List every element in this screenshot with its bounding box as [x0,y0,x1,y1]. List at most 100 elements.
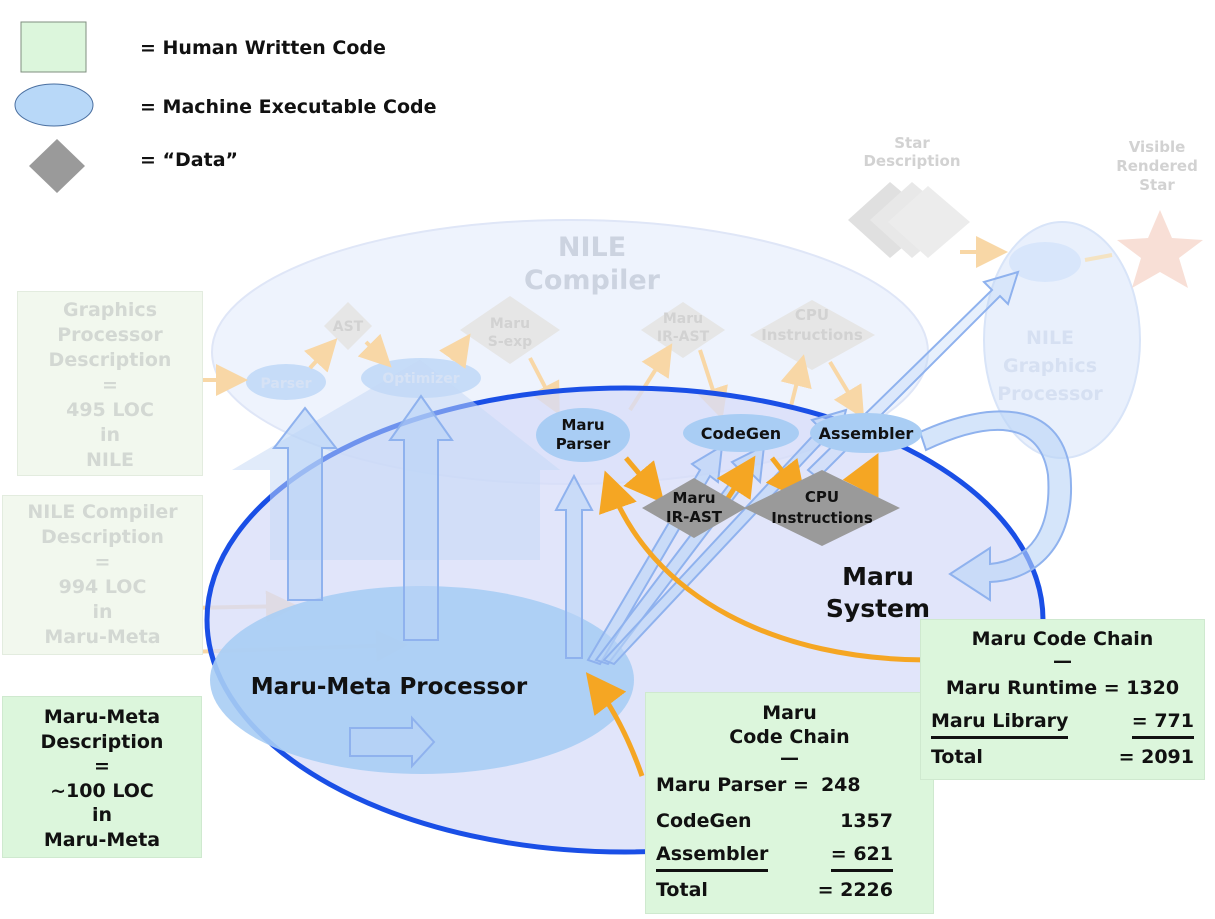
code-chain-row-value: 248 [820,774,861,796]
maru-ir-ast-diamond [642,478,746,538]
runtime-chain-row-label: Maru Runtime = 1320 [945,677,1180,699]
cpu-instructions-label-2: Instructions [771,509,873,527]
graphics-desc-line-7: NILE [85,449,135,471]
legend-data-swatch [29,139,85,193]
code-chain-row-parser: Maru Parser = 248 [646,767,933,803]
star-desc-diamond-3 [888,186,970,258]
nile-compiler-label-1: NILE [558,232,626,263]
ast-label: AST [333,319,364,335]
graphics-desc-line-3: Description [48,349,172,371]
maru-meta-processor-ellipse [210,586,634,774]
nile-compiler-description: NILE Compiler Description = 994 LOC in M… [2,495,203,655]
codegen-label: CodeGen [701,424,781,443]
maru-system-label-1: Maru [842,562,914,591]
nile-compiler-desc-line-2: Description [41,526,164,548]
visible-star-icon [1117,210,1203,288]
maru-meta-description: Maru-Meta Description = ~100 LOC in Maru… [2,696,202,858]
graphics-desc-line-4: = [102,374,118,396]
code-chain-title-1: Maru [762,702,817,724]
code-chain-row-value: 1357 [840,810,893,832]
maru-meta-desc-line-3: = [94,755,110,777]
nile-compiler-label-2: Compiler [524,265,661,296]
maru-meta-desc-line-1: Maru-Meta [43,706,161,728]
nile-cpu-label-1: CPU [795,306,829,324]
nile-compiler-desc-line-6: Maru-Meta [44,626,161,648]
parser-label: Parser [261,376,312,392]
assembler-label: Assembler [819,424,914,443]
runtime-chain-row-value: = 2091 [1118,746,1194,768]
maru-ir-ast-label-2: IR-AST [666,508,723,526]
maru-meta-desc-line-5: in [91,804,113,826]
code-chain-row-value: = 2226 [817,879,893,901]
maru-meta-desc-line-6: Maru-Meta [43,828,161,851]
runtime-chain-row-runtime: Maru Runtime = 1320 [921,670,1204,706]
code-chain-row-label: CodeGen [656,810,752,832]
cpu-instructions-diamond [744,470,900,546]
runtime-chain-title-1: Maru Code Chain [971,628,1154,650]
visible-star-label-2: Rendered [1116,157,1198,175]
runtime-chain-row-label: Total [931,746,983,768]
nile-ir-ast-label-1: Maru [663,311,703,327]
visible-star-label-3: Star [1139,176,1175,194]
code-chain-row-label: Maru Parser = [656,774,809,796]
nile-ir-ast-label-2: IR-AST [657,329,710,345]
maru-parser-label-2: Parser [556,435,611,453]
code-chain-row-label: Total [656,879,708,901]
maru-sexp-label-2: S-exp [488,334,532,350]
code-chain-row-total: Total = 2226 [646,872,933,908]
optimizer-label: Optimizer [382,371,459,387]
faded-labels: Star Description Visible Rendered Star N… [261,134,1198,405]
nile-compiler-desc-line-3: = [94,551,111,573]
maru-sexp-label-1: Maru [490,316,530,332]
maru-parser-label-1: Maru [561,416,604,434]
maru-meta-desc-line-4: ~100 LOC [50,779,154,802]
graphics-desc-line-5: 495 LOC [66,399,154,421]
runtime-chain-row-value: = 771 [1131,706,1194,739]
runtime-chain-row-total: Total = 2091 [921,739,1204,775]
code-chain-row-label: Assembler [656,839,769,872]
runtime-chain-row-library: Maru Library = 771 [921,706,1204,739]
codegen-node [683,414,799,452]
assembler-node [810,413,922,453]
nile-compiler-desc-line-4: 994 LOC [58,576,147,598]
nile-cpu-diamond [750,300,875,370]
orange-arrows [585,453,929,777]
runtime-chain-row-label: Maru Library [931,706,1069,739]
cpu-instructions-label-1: CPU [805,488,839,506]
nile-gpu-label-1: NILE [1026,327,1074,349]
nile-gpu-label-2: Graphics [1003,355,1097,377]
code-chain-row-assembler: Assembler = 621 [646,839,933,872]
code-chain-title-2: Code Chain [729,726,850,748]
star-desc-label-1: Star [894,134,930,152]
nile-compiler-desc-line-5: in [92,601,113,623]
maru-parser-node [536,408,630,462]
maru-meta-processor-label: Maru-Meta Processor [251,674,528,700]
maru-meta-desc-line-2: Description [40,730,164,753]
blue-hollow-arrows [271,270,1073,769]
code-chain-row-value: = 621 [830,839,893,872]
graphics-desc-line-2: Processor [57,324,163,346]
visible-star-label-1: Visible [1129,138,1186,156]
code-chain-title-3: — [780,747,799,769]
graphics-desc-line-6: in [99,424,121,446]
runtime-chain-title-2: — [1053,650,1072,672]
legend-data-label: = “Data” [140,149,238,171]
legend-machine-label: = Machine Executable Code [140,96,437,118]
maru-code-chain-box: Maru Code Chain — Maru Parser = 248 Code… [645,692,934,914]
legend-human-swatch [20,21,87,73]
maru-ir-ast-label-1: Maru [672,489,715,507]
nile-gpu-inner [1009,242,1081,282]
nile-gpu-label-3: Processor [997,383,1103,405]
legend-machine-swatch [14,83,94,127]
parser-ellipse [246,364,326,400]
nile-compiler-desc-line-1: NILE Compiler [27,501,178,523]
star-desc-label-2: Description [863,152,960,170]
graphics-processor-description: Graphics Processor Description = 495 LOC… [17,291,203,476]
nile-cpu-label-2: Instructions [761,326,863,344]
graphics-desc-line-1: Graphics [63,299,157,321]
maru-sexp-diamond [460,296,560,364]
maru-runtime-chain-box: Maru Code Chain — Maru Runtime = 1320 Ma… [920,619,1205,780]
legend-human-label: = Human Written Code [140,37,386,59]
maru-system-label-2: System [826,594,930,623]
code-chain-row-codegen: CodeGen 1357 [646,803,933,839]
